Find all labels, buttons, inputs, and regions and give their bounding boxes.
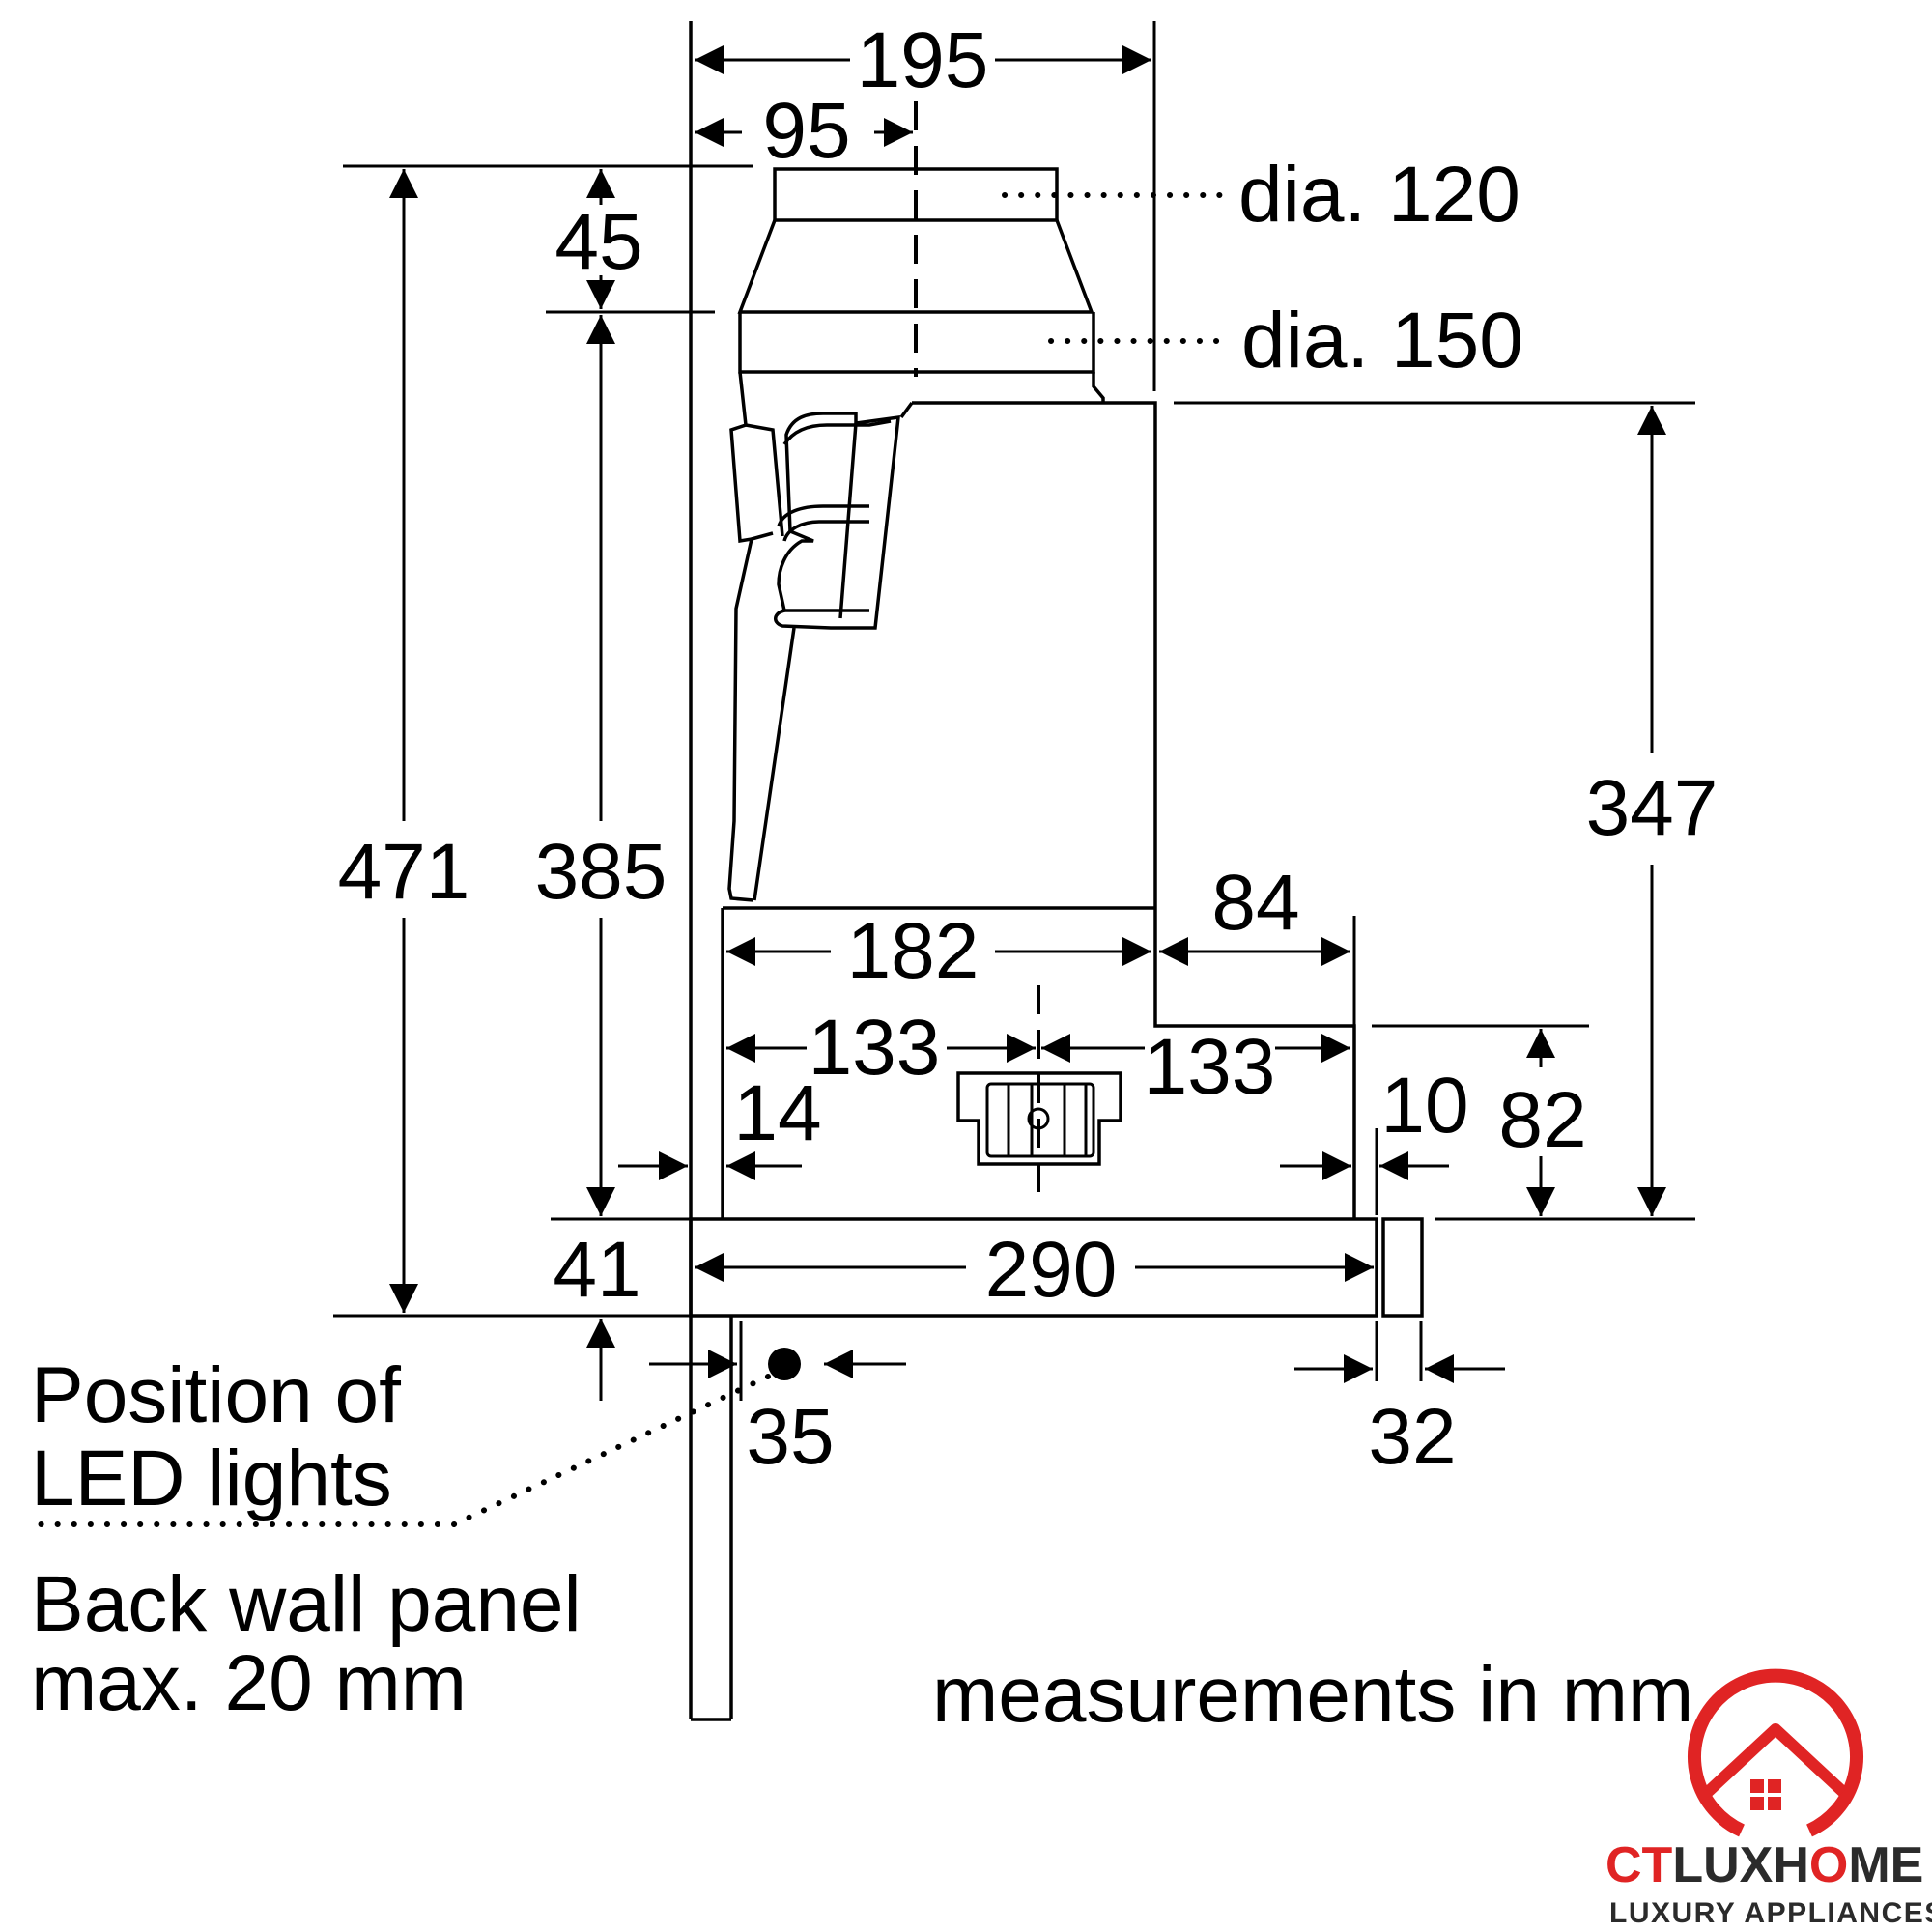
dim-45: 45 xyxy=(554,198,642,286)
base-slide-panel xyxy=(689,1217,1378,1318)
hood-main-box xyxy=(912,401,1157,908)
dim-10: 10 xyxy=(1380,1062,1468,1150)
fan-casing xyxy=(727,371,754,902)
brand-name: CTLUXHOME xyxy=(1605,1837,1923,1893)
labels: dia. 120 dia. 150 Position of LED lights… xyxy=(31,151,1693,1739)
leader-led xyxy=(31,1374,771,1527)
label-dia120: dia. 120 xyxy=(1238,151,1520,239)
house-icon xyxy=(1688,1668,1863,1837)
label-led-line1: Position of xyxy=(31,1351,401,1439)
motor-housing xyxy=(774,412,900,630)
dim-133-left: 133 xyxy=(809,1004,941,1092)
dim-32: 32 xyxy=(1368,1393,1456,1481)
brand-logo: CTLUXHOME LUXURY APPLIANCES xyxy=(1605,1668,1932,1929)
duct-transition xyxy=(737,219,1094,314)
extension-lines xyxy=(333,21,1695,1401)
dim-41: 41 xyxy=(553,1226,640,1314)
dimension-lines xyxy=(389,45,1666,1401)
center-lines xyxy=(914,101,1040,1198)
label-led-line2: LED lights xyxy=(31,1435,392,1522)
dim-385: 385 xyxy=(535,828,668,916)
leader-lines xyxy=(31,192,1225,1527)
led-light xyxy=(768,1348,801,1380)
label-units: measurements in mm xyxy=(932,1651,1693,1739)
back-wall-panel xyxy=(689,21,733,1721)
brand-tagline: LUXURY APPLIANCES xyxy=(1609,1897,1932,1929)
hood-body xyxy=(689,167,1424,1380)
dim-95: 95 xyxy=(762,87,850,175)
dim-182: 182 xyxy=(847,907,980,995)
label-dia150: dia. 150 xyxy=(1241,297,1523,384)
dim-35: 35 xyxy=(746,1393,834,1481)
label-panel-line1: Back wall panel xyxy=(31,1560,582,1648)
dim-14: 14 xyxy=(733,1069,821,1157)
dim-471: 471 xyxy=(338,828,470,916)
front-trim xyxy=(1381,1217,1424,1318)
dim-84: 84 xyxy=(1211,859,1299,947)
dim-290: 290 xyxy=(985,1226,1118,1314)
dim-82: 82 xyxy=(1498,1076,1586,1164)
dimension-values: 195 95 45 471 385 347 84 182 133 133 14 … xyxy=(338,16,1719,1481)
dim-133-right: 133 xyxy=(1144,1023,1276,1111)
dim-347: 347 xyxy=(1586,764,1719,852)
dim-195: 195 xyxy=(857,16,989,104)
label-panel-line2: max. 20 mm xyxy=(31,1639,467,1727)
control-unit xyxy=(956,1071,1122,1166)
